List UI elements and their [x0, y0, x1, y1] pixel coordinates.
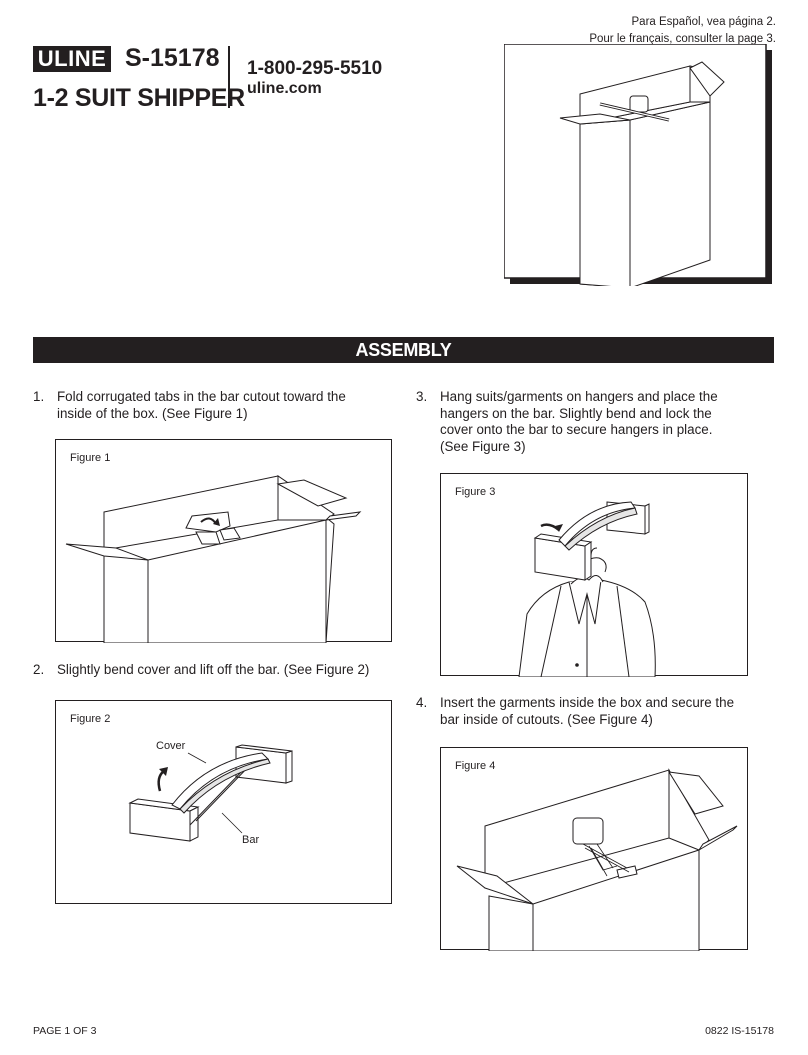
step-text-line: Fold corrugated tabs in the bar cutout t… [57, 389, 346, 404]
figure-caption: Figure 2 [70, 713, 111, 725]
document-code: 0822 IS-15178 [705, 1025, 774, 1037]
brand-logo: ULINE [33, 46, 111, 72]
step-2: 2. Slightly bend cover and lift off the … [33, 662, 403, 680]
figure-caption: Figure 3 [455, 486, 496, 498]
phone-number: 1-800-295-5510 [247, 58, 383, 79]
model-number: S-15178 [125, 44, 220, 72]
step-4: 4. Insert the garments inside the box an… [416, 695, 776, 731]
figure-caption: Figure 1 [70, 452, 111, 464]
step-text-line: inside of the box. (See Figure 1) [57, 405, 248, 421]
step-text-line: hangers on the bar. Slightly bend and lo… [440, 405, 712, 421]
step-3: 3. Hang suits/garments on hangers and pl… [416, 389, 776, 459]
figure-1-illustration [65, 475, 362, 643]
header-divider [228, 46, 230, 108]
step-text-line: cover onto the bar to secure hangers in … [440, 422, 713, 437]
cover-label: Cover [156, 740, 186, 752]
step-number: 4. [416, 695, 428, 710]
figure-4: Figure 4 [440, 747, 748, 951]
figure-2: Figure 2 Cover Bar [55, 700, 392, 904]
website: uline.com [247, 80, 322, 97]
page-indicator: PAGE 1 OF 3 [33, 1025, 97, 1037]
section-title: ASSEMBLY [33, 337, 774, 363]
step-number: 1. [33, 389, 45, 404]
figure-1: Figure 1 [55, 439, 392, 643]
step-text-line: bar inside of cutouts. (See Figure 4) [440, 711, 653, 727]
step-text-line: (See Figure 3) [440, 438, 526, 454]
language-note: Para Español, vea página 2. Pour le fran… [589, 14, 776, 48]
french-note: Pour le français, consulter la page 3. [589, 33, 776, 45]
step-1: 1. Fold corrugated tabs in the bar cutou… [33, 389, 393, 425]
spanish-note: Para Español, vea página 2. [631, 16, 777, 28]
figure-3-illustration [518, 501, 656, 677]
figure-3: Figure 3 [440, 473, 748, 677]
figure-4-illustration [456, 768, 738, 951]
step-number: 2. [33, 662, 45, 677]
step-text-line: Insert the garments inside the box and s… [440, 695, 735, 710]
step-text-line: Slightly bend cover and lift off the bar… [57, 662, 370, 677]
figure-2-illustration: Cover Bar [128, 740, 293, 846]
product-illustration [504, 44, 772, 286]
step-number: 3. [416, 389, 428, 404]
bar-label: Bar [242, 834, 259, 846]
figure-caption: Figure 4 [455, 760, 496, 772]
step-text-line: Hang suits/garments on hangers and place… [440, 389, 718, 404]
product-title: 1-2 SUIT SHIPPER [33, 84, 245, 112]
